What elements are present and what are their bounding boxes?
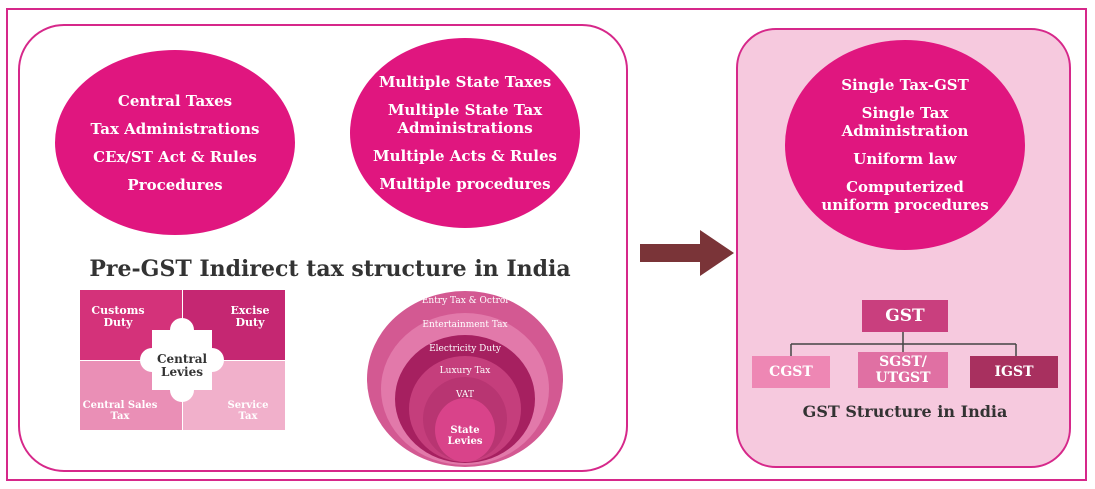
puzzle-label-line: Duty xyxy=(235,316,265,329)
puzzle-label-line: Levies xyxy=(161,365,203,379)
central-ellipse-line: CEx/ST Act & Rules xyxy=(93,147,257,166)
state-levies-rings: Entry Tax & Octroi Entertainment Tax Ele… xyxy=(367,291,563,467)
gst-root-box: GST xyxy=(862,300,948,332)
gst-ellipse-line: Uniform law xyxy=(853,150,957,168)
puzzle-label-line: Tax xyxy=(239,411,259,422)
ring-label: Entry Tax & Octroi xyxy=(422,296,508,306)
pre-gst-title: Pre-GST Indirect tax structure in India xyxy=(89,256,571,282)
ring-label: Luxury Tax xyxy=(440,366,491,376)
puzzle-label-line: Duty xyxy=(103,316,133,329)
state-ellipse-line: Multiple State Taxes xyxy=(378,73,552,91)
gst-ellipse-line: Single Tax Administration xyxy=(841,104,969,140)
ring-label: VAT xyxy=(455,390,474,400)
ring-label-line: State xyxy=(450,425,479,436)
cgst-box: CGST xyxy=(752,356,830,388)
sgst-box: SGST/ UTGST xyxy=(858,352,948,388)
central-taxes-ellipse: Central Taxes Tax Administrations CEx/ST… xyxy=(55,50,295,235)
ring-state-levies xyxy=(435,398,495,462)
gst-ellipse-line: Computerized uniform procedures xyxy=(821,178,989,214)
transition-arrow-icon xyxy=(640,230,734,276)
state-ellipse-line: Multiple procedures xyxy=(379,175,551,193)
gst-ellipse: Single Tax-GST Single Tax Administration… xyxy=(785,40,1025,250)
gst-title: GST Structure in India xyxy=(802,402,1008,421)
ring-label: Entertainment Tax xyxy=(422,320,507,330)
state-ellipse-line: Multiple Acts & Rules xyxy=(373,147,557,165)
puzzle-label-line: Excise xyxy=(230,304,269,317)
gst-ellipse-line: Single Tax-GST xyxy=(841,76,969,94)
state-taxes-ellipse: Multiple State Taxes Multiple State Tax … xyxy=(350,38,580,228)
puzzle-label-line: Central xyxy=(157,352,208,366)
outer-frame xyxy=(6,8,1087,481)
puzzle-label-line: Customs xyxy=(91,304,144,317)
puzzle-label-line: Tax xyxy=(111,411,131,422)
puzzle-label-line: Central Sales xyxy=(83,400,158,411)
puzzle-label-line: Service xyxy=(228,400,269,411)
ring-label-line: Levies xyxy=(448,436,483,447)
state-ellipse-line: Multiple State Tax Administrations xyxy=(387,101,543,137)
central-ellipse-line: Central Taxes xyxy=(117,91,233,110)
puzzle-center-piece xyxy=(140,318,224,402)
central-ellipse-line: Tax Administrations xyxy=(90,119,260,138)
igst-box: IGST xyxy=(970,356,1058,388)
central-ellipse-line: Procedures xyxy=(127,175,223,194)
ring-label: Electricity Duty xyxy=(429,344,502,354)
